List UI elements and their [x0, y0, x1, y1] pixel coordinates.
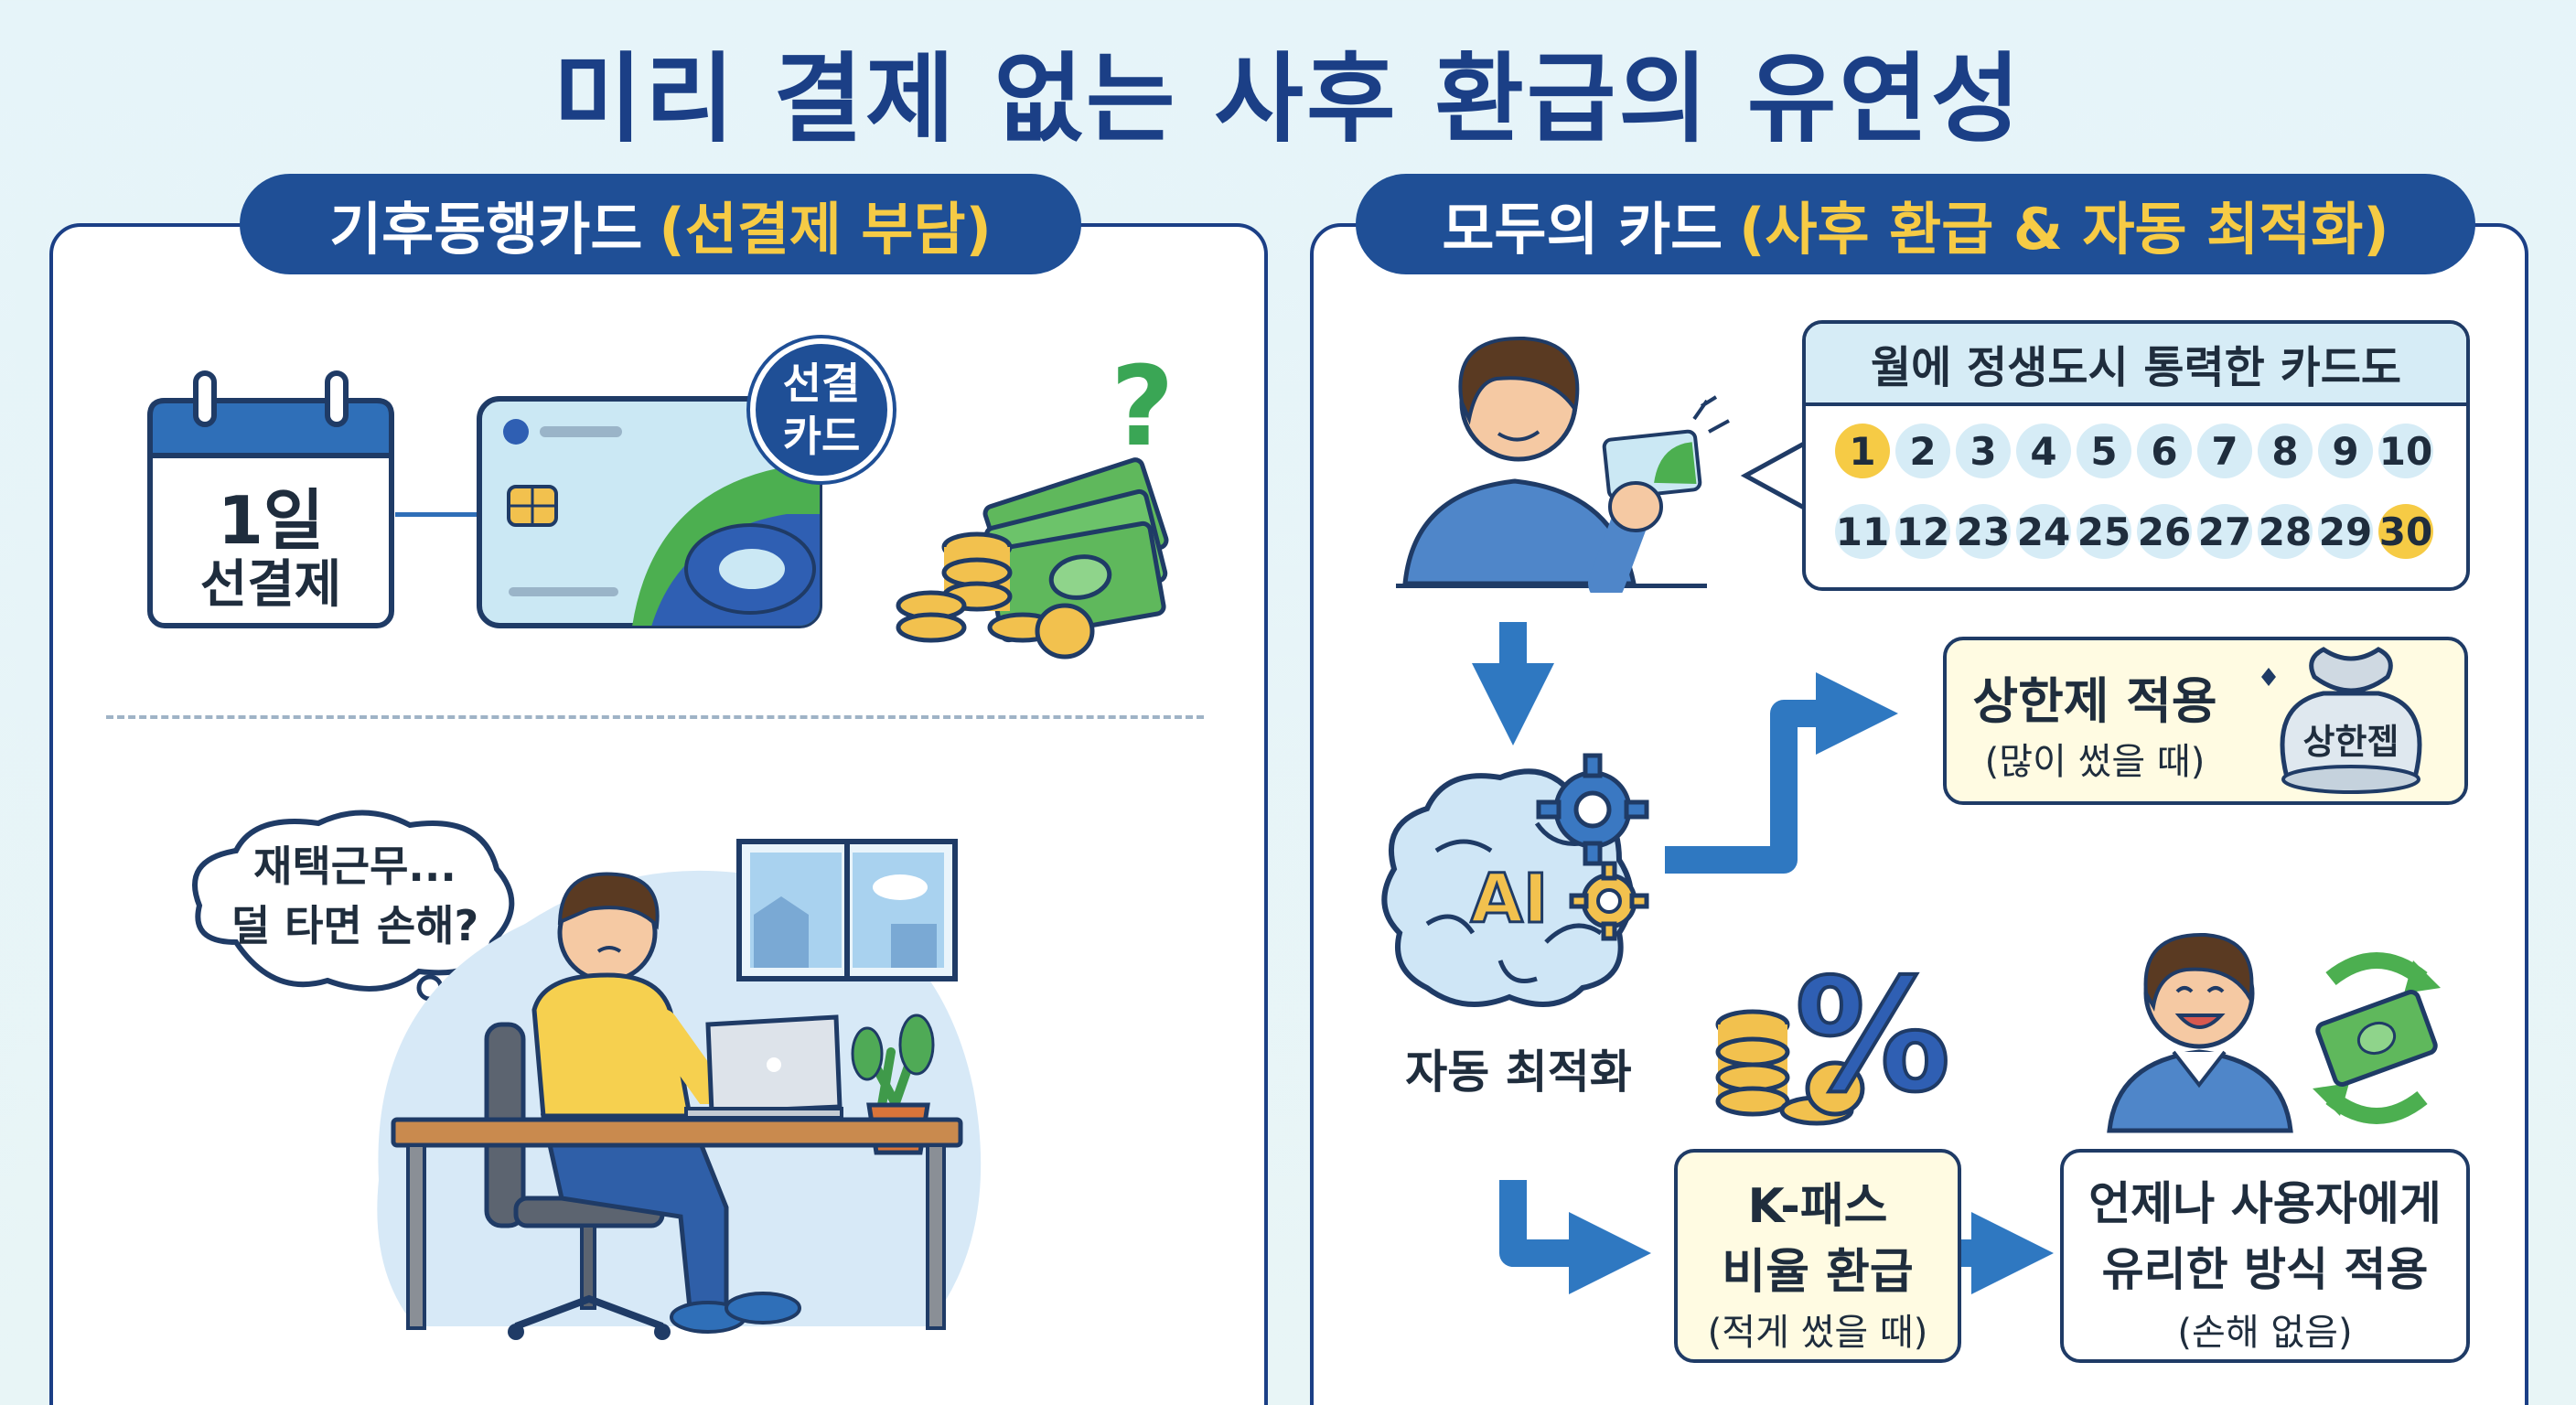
price-cap-sub: (많이 썼을 때) [1984, 741, 2206, 783]
calendar-day: 8 [2258, 424, 2313, 478]
coins-icon [1715, 1009, 1865, 1126]
gear-icon [1536, 753, 1649, 866]
refund-cycle-icon [2313, 952, 2441, 1124]
result-line-2: 유리한 방식 적용 [2101, 1243, 2429, 1296]
calendar-icon [147, 370, 394, 628]
result-line-3: (손해 없음) [2177, 1312, 2353, 1354]
price-cap-title: 상한제 적용 [1972, 672, 2217, 730]
ai-chip-label: AI [1469, 859, 1550, 940]
calendar-day: 5 [2077, 424, 2131, 478]
calendar-day: 2 [1895, 424, 1950, 478]
calendar-day: 27 [2197, 504, 2252, 559]
calendar-day: 6 [2137, 424, 2192, 478]
percent-icon: % [1793, 944, 1952, 1129]
badge-line-1: 선결 [782, 359, 861, 408]
flow-arrows [1472, 622, 2054, 1294]
calendar-day: 28 [2258, 504, 2313, 559]
left-header-accent: (선결제 부담) [659, 196, 992, 263]
badge-line-2: 카드 [782, 412, 861, 461]
calendar-day: 10 [2378, 424, 2433, 478]
calendar-box-title: 월에 정생도시 통력한 카드도 [1806, 324, 2466, 406]
ai-optimize-label: 자동 최적화 [1405, 1046, 1632, 1099]
gear-small-icon [1569, 861, 1649, 941]
person-holding-card [1396, 336, 1707, 593]
calendar-days: 1 2 3 4 5 6 7 8 9 10 11 12 23 24 25 26 2… [1835, 424, 2437, 559]
remote-work-scene [377, 839, 982, 1340]
kpass-title: K-패스 [1747, 1179, 1888, 1234]
money-bag-icon [2261, 647, 2422, 794]
calendar-day: 11 [1835, 504, 1890, 559]
left-header-main: 기후동행카드 [329, 196, 643, 263]
kpass-box [1674, 1149, 1961, 1363]
calendar-day: 26 [2137, 504, 2192, 559]
speech-pointer [1740, 440, 1808, 511]
prepaid-card-badge: 선결 카드 [750, 338, 893, 481]
question-mark-icon: ? [1111, 344, 1175, 471]
result-line-1: 언제나 사용자에게 [2088, 1177, 2442, 1230]
money-cash-icon [896, 457, 1169, 660]
thought-text-line-2: 덜 타면 손해? [231, 901, 479, 950]
calendar-prepay-label: 선결제 [199, 555, 342, 615]
calendar-day: 9 [2318, 424, 2373, 478]
result-box [2060, 1149, 2470, 1363]
kpass-condition: (적게 썼을 때) [1707, 1312, 1928, 1354]
calendar-day: 24 [2016, 504, 2071, 559]
calendar-day: 25 [2077, 504, 2131, 559]
connector-line [395, 512, 481, 517]
calendar-day: 1 [1835, 424, 1890, 478]
calendar-day: 12 [1895, 504, 1950, 559]
money-bag-label: 상한젭 [2302, 722, 2399, 762]
calendar-day: 29 [2318, 504, 2373, 559]
calendar-day: 3 [1956, 424, 2011, 478]
kpass-rate-refund: 비율 환급 [1722, 1245, 1914, 1300]
calendar-day: 7 [2197, 424, 2252, 478]
page-title: 미리 결제 없는 사후 환급의 유연성 [553, 43, 2023, 156]
calendar-day: 1일 [217, 482, 325, 559]
section-divider [106, 715, 1204, 719]
calendar-day: 4 [2016, 424, 2071, 478]
left-panel-header: 기후동행카드 (선결제 부담) [240, 174, 1081, 274]
prepaid-card-illustration [477, 396, 822, 628]
right-header-accent: (사후 환급 & 자동 최적화) [1739, 196, 2389, 263]
happy-user-icon [2107, 932, 2293, 1133]
calendar-day: 30 [2378, 504, 2433, 559]
calendar-day: 23 [1956, 504, 2011, 559]
thought-text-line-1: 재택근무... [253, 842, 456, 891]
right-panel-header: 모두의 카드 (사후 환급 & 자동 최적화) [1356, 174, 2475, 274]
right-header-main: 모두의 카드 [1442, 196, 1723, 263]
sparkle-lines [1692, 395, 1730, 434]
